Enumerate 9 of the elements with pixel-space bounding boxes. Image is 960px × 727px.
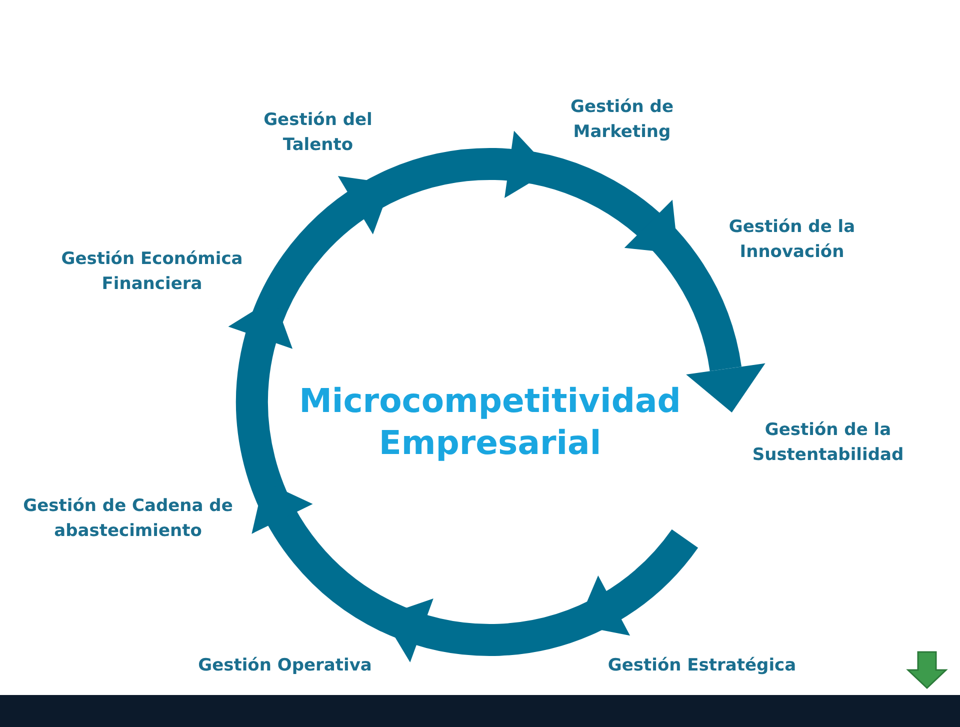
stage-label: Gestión Estratégica bbox=[606, 654, 798, 678]
stage-label: Gestión de Cadena de abastecimiento bbox=[23, 495, 233, 543]
stage-label: Gestión Económica Financiera bbox=[60, 248, 244, 296]
stage-label: Gestión de Marketing bbox=[570, 96, 674, 144]
stage-label: Gestión del Talento bbox=[262, 109, 374, 157]
center-title: Microcompetitividad Empresarial bbox=[298, 380, 682, 464]
stage-label: Gestión de la Sustentabilidad bbox=[751, 419, 905, 467]
stage-label: Gestión de la Innovación bbox=[728, 216, 856, 264]
stage-label: Gestión Operativa bbox=[197, 654, 373, 678]
